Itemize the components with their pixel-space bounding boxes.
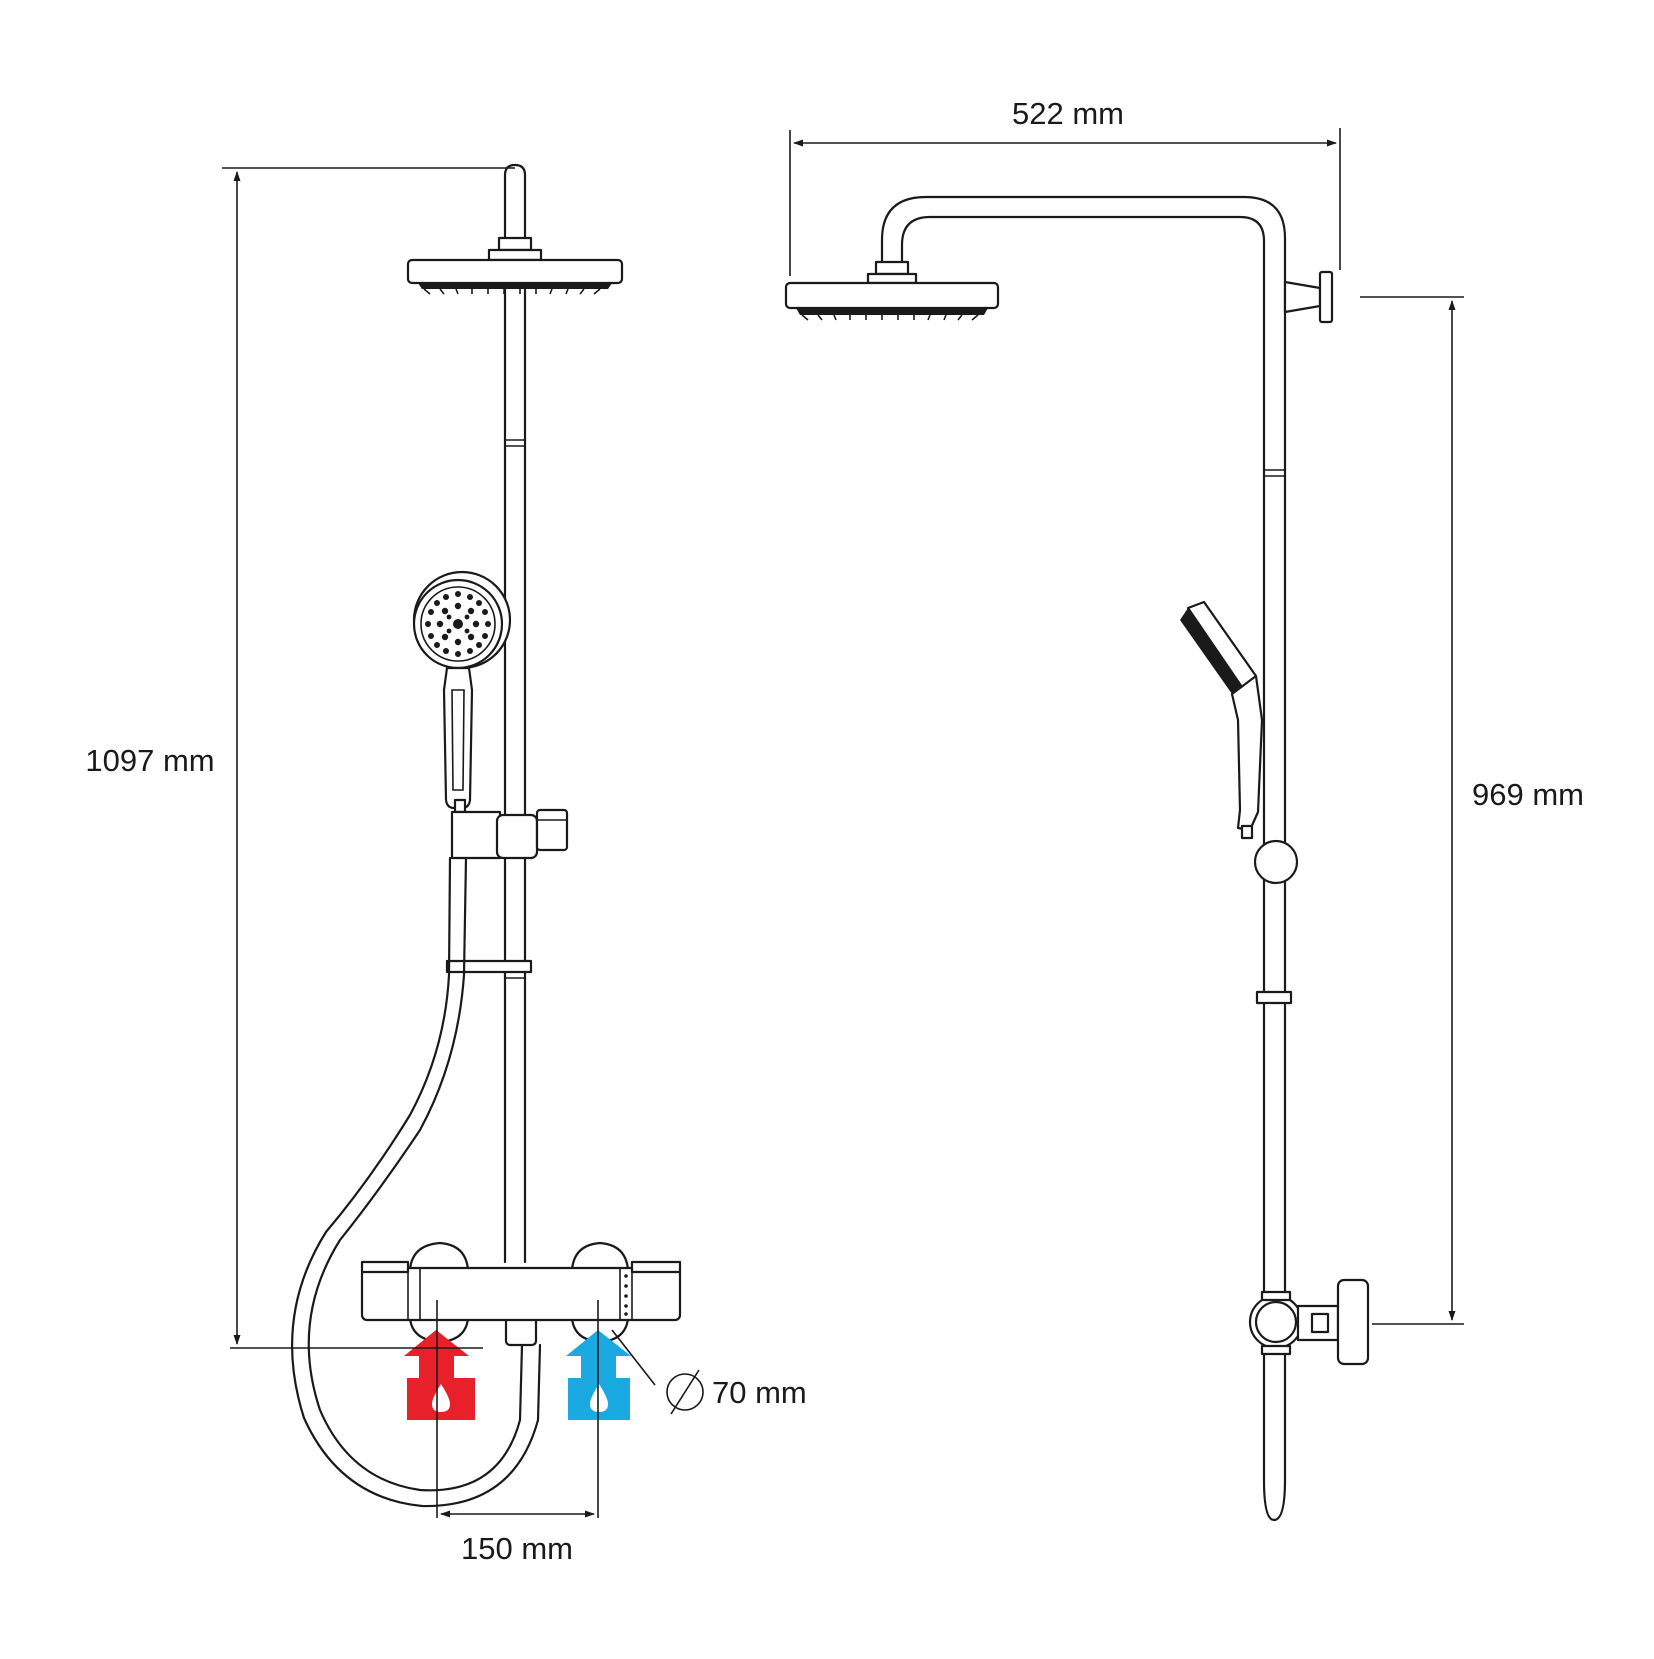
hot-water-inlet-icon (404, 1330, 475, 1420)
front-hand-shower (412, 570, 512, 814)
dimension-wall-height: 969 mm (1360, 296, 1584, 1325)
front-view (291, 163, 704, 1518)
front-riser-pipe (445, 287, 533, 1264)
dim-rosette-diameter-label: 70 mm (712, 1375, 807, 1410)
front-slider-bracket (450, 808, 569, 860)
front-thermostat (360, 1241, 682, 1344)
diameter-symbol-icon (666, 1369, 704, 1415)
side-hand-shower (1180, 600, 1299, 885)
front-hose (291, 856, 542, 1508)
dim-wall-height-label: 969 mm (1472, 777, 1584, 812)
dim-arm-width-label: 522 mm (1012, 96, 1124, 131)
side-overhead-shower (784, 260, 1000, 321)
front-overhead-shower (406, 258, 624, 295)
side-view (784, 195, 1370, 1522)
dim-inlet-distance-label: 150 mm (461, 1531, 573, 1566)
side-overhead-arm (880, 195, 1293, 1522)
dim-total-height-label: 1097 mm (85, 743, 214, 778)
front-top-connector (487, 163, 543, 262)
side-thermostat (1248, 1278, 1370, 1366)
side-top-wall-bracket (1283, 270, 1334, 324)
dimension-total-height: 1097 mm (85, 167, 515, 1349)
dimension-inlet-distance: 150 mm (440, 1510, 595, 1566)
dimension-arm-width: 522 mm (789, 96, 1341, 276)
